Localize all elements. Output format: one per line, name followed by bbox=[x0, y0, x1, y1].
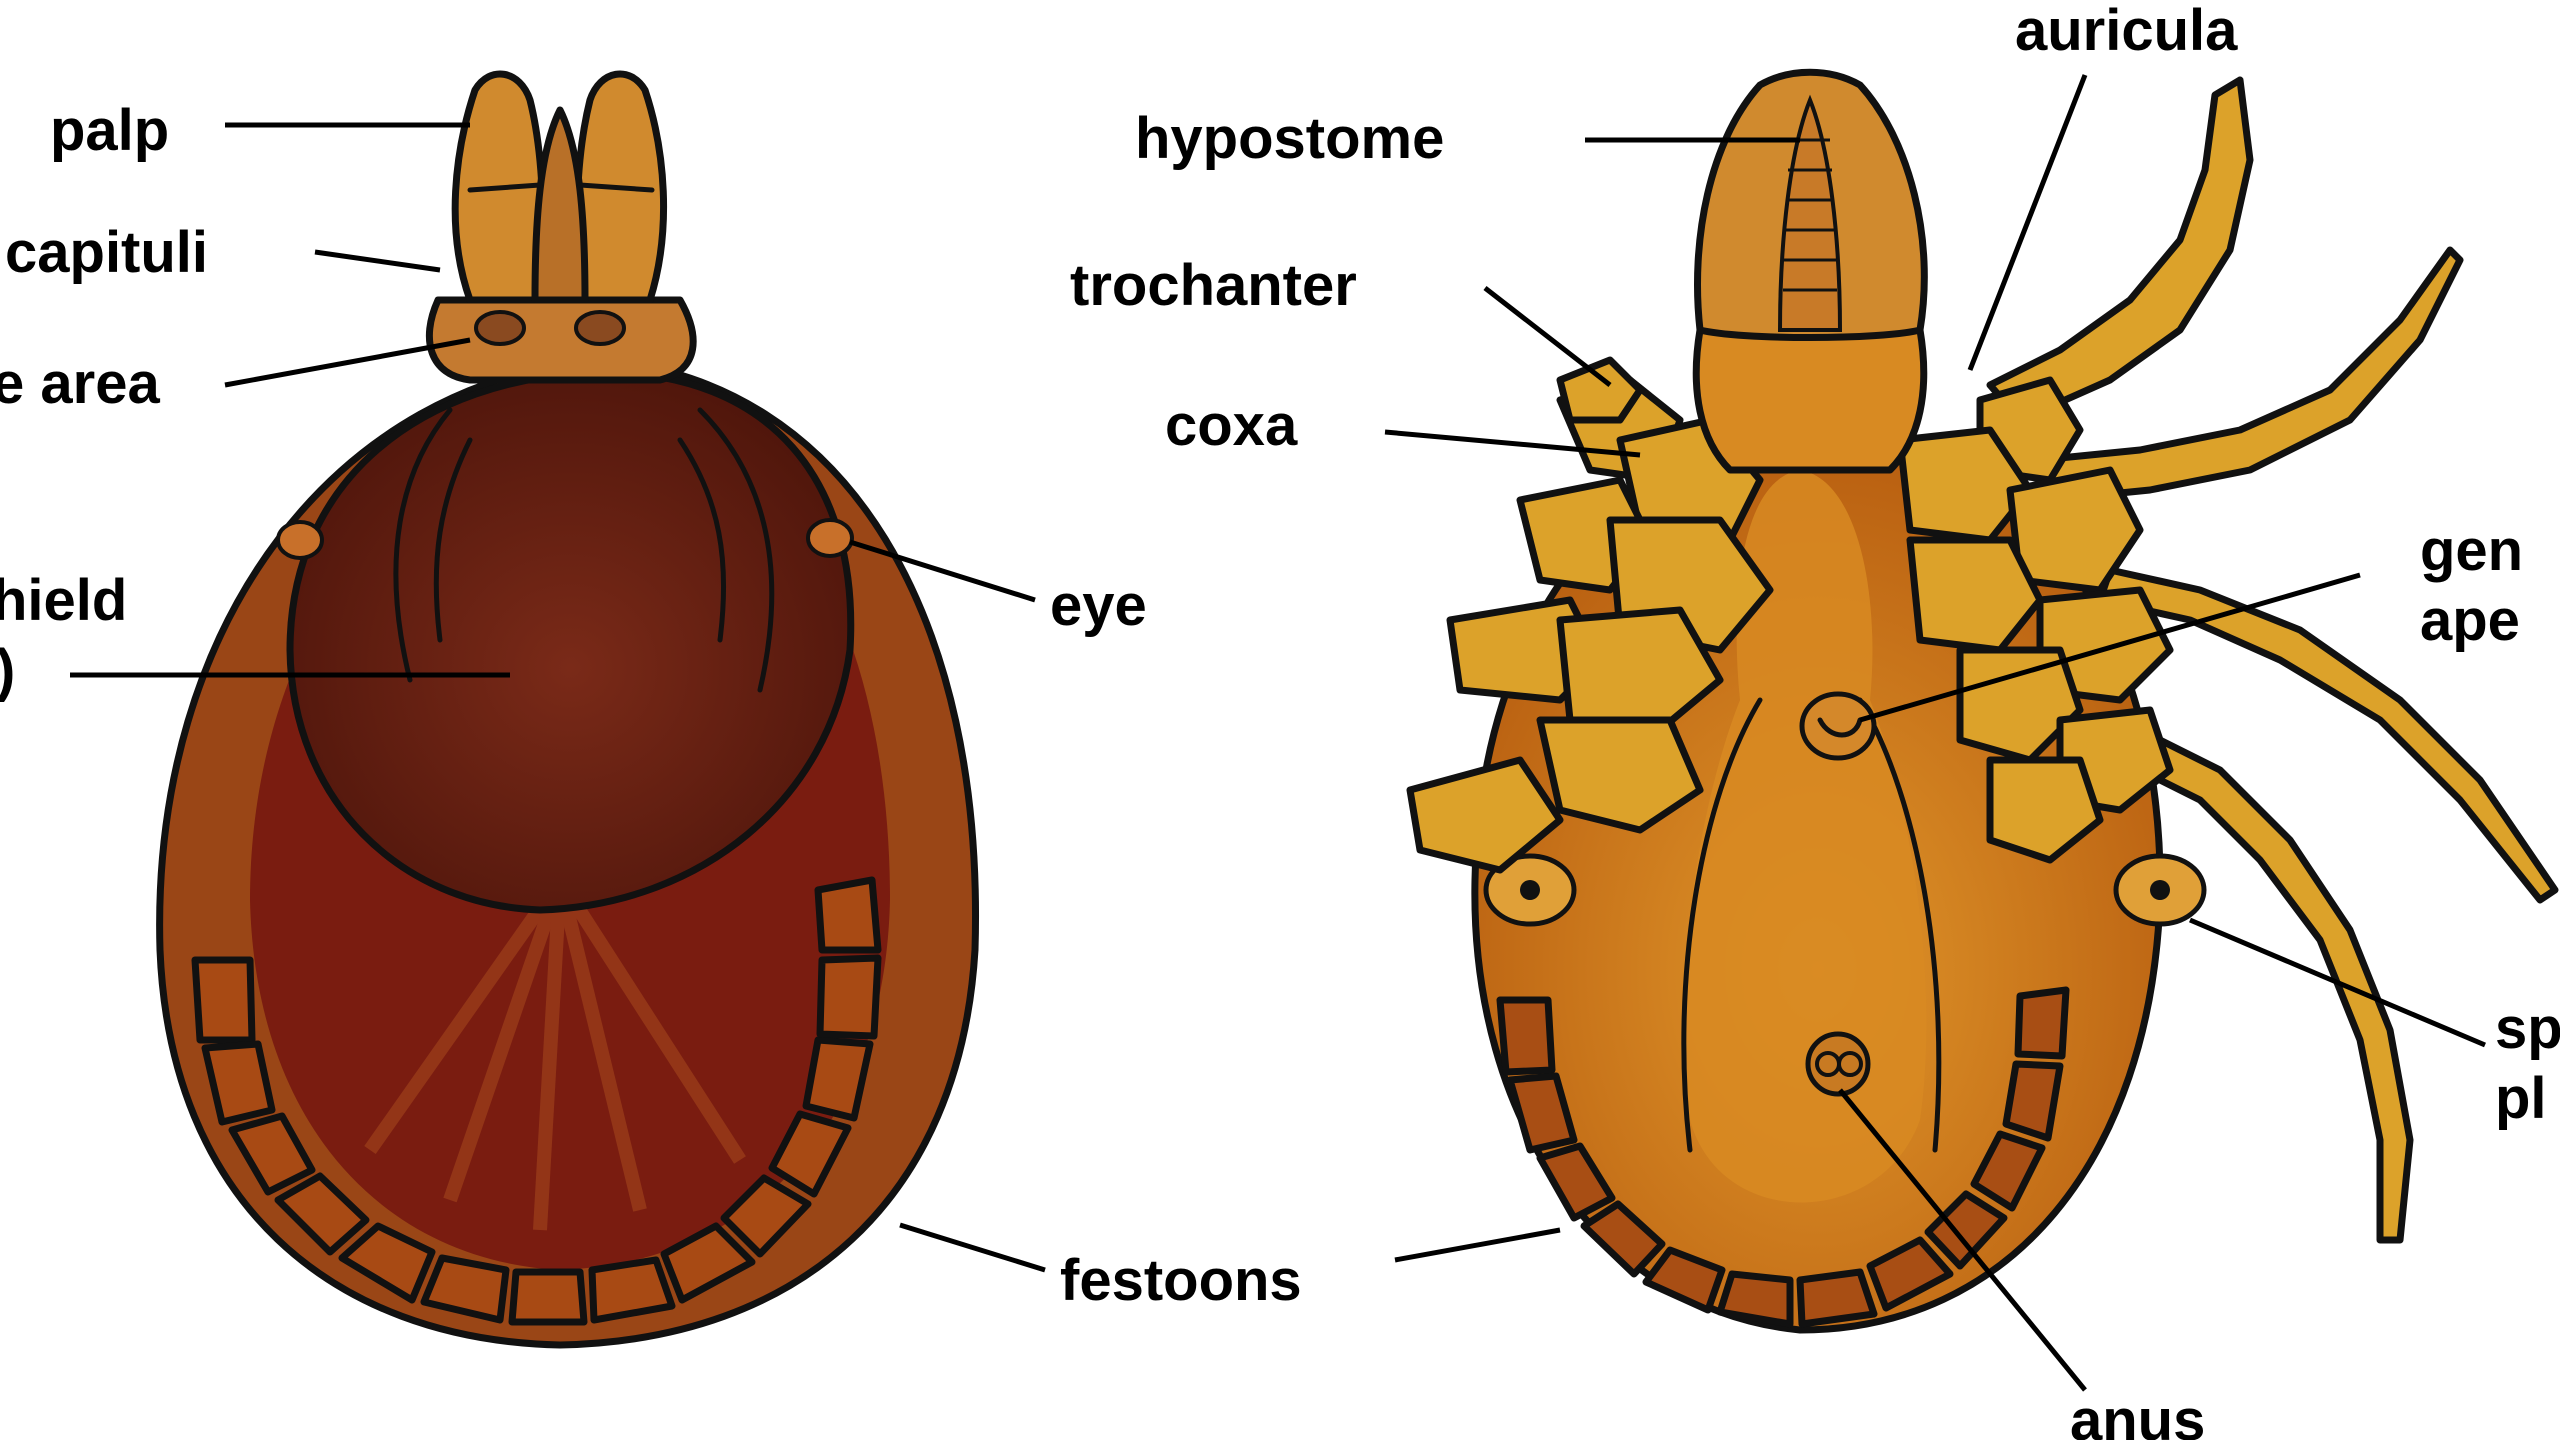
porose-area-right bbox=[576, 312, 624, 344]
label-genital-line1: gen bbox=[2420, 518, 2523, 583]
leader-festoons-left bbox=[900, 1225, 1045, 1270]
label-palp: palp bbox=[50, 98, 169, 163]
dorsal-eye-right bbox=[808, 520, 852, 556]
label-porose-area: e area bbox=[0, 351, 160, 416]
leader-trochanter bbox=[1485, 288, 1610, 385]
label-capituli: capituli bbox=[5, 220, 208, 285]
dorsal-eye-left bbox=[278, 522, 322, 558]
label-trochanter: trochanter bbox=[1070, 253, 1357, 318]
leg-4 bbox=[2120, 730, 2410, 1240]
spiracle-right bbox=[2150, 880, 2170, 900]
label-hypostome: hypostome bbox=[1135, 106, 1444, 171]
label-coxa: coxa bbox=[1165, 393, 1298, 458]
porose-area-left bbox=[476, 312, 524, 344]
ventral-capitulum-base bbox=[1696, 330, 1924, 470]
leader-festoons-right bbox=[1395, 1230, 1560, 1260]
label-festoons: festoons bbox=[1060, 1248, 1302, 1313]
dorsal-tick bbox=[160, 74, 976, 1345]
ventral-tick bbox=[1410, 72, 2555, 1330]
leader-capituli bbox=[315, 252, 440, 270]
leg-1 bbox=[1990, 80, 2250, 420]
label-shield-line2: ) bbox=[0, 638, 15, 703]
hypostome-dorsal bbox=[535, 110, 585, 300]
label-auricula: auricula bbox=[2015, 0, 2238, 63]
label-spiracle-line1: sp bbox=[2495, 996, 2560, 1061]
leader-auricula bbox=[1970, 75, 2085, 370]
label-spiracle-line2: pl bbox=[2495, 1066, 2547, 1131]
label-shield-line1: hield bbox=[0, 568, 127, 633]
label-eye: eye bbox=[1050, 573, 1147, 638]
spiracle-left bbox=[1520, 880, 1540, 900]
trochanter bbox=[1560, 360, 1640, 420]
genital-aperture bbox=[1802, 694, 1874, 758]
label-genital-line2: ape bbox=[2420, 588, 2520, 653]
label-anus: anus bbox=[2070, 1388, 2205, 1440]
